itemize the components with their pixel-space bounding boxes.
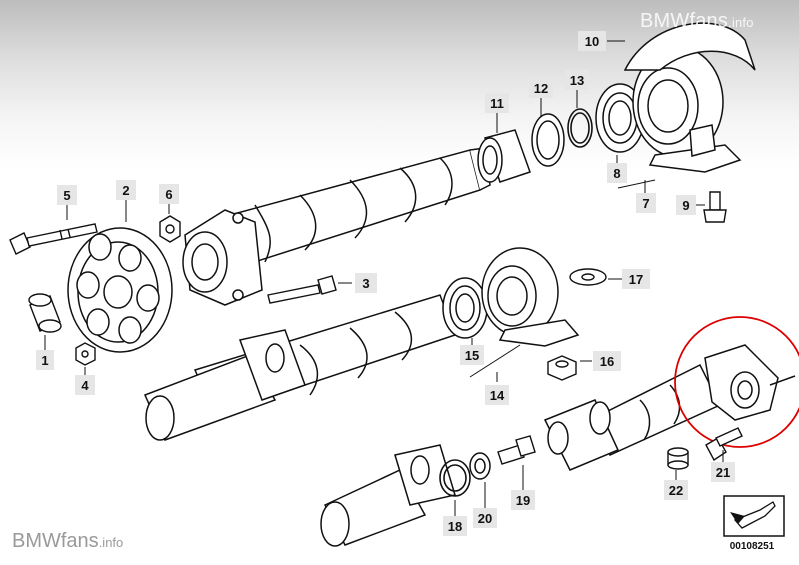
bolt-9 [703, 191, 727, 223]
reference-arrow-icon [723, 495, 785, 537]
washer-20 [469, 452, 491, 480]
center-bearing-14 [481, 247, 580, 347]
ring-12 [531, 113, 565, 167]
watermark-top: BMWfans.info [640, 10, 754, 33]
callout-2: 2 [122, 183, 129, 198]
callout-18: 18 [448, 519, 462, 534]
callout-3: 3 [362, 276, 369, 291]
yoke-rear [543, 399, 620, 471]
bolt-19 [497, 435, 536, 465]
washer-17 [569, 268, 607, 286]
ujoint-middle [143, 329, 306, 441]
shaft-top [229, 147, 491, 266]
nut-4 [75, 342, 96, 366]
callout-1: 1 [41, 353, 48, 368]
watermark-bottom: BMWfans.info [12, 530, 123, 553]
callout-13: 13 [570, 73, 584, 88]
bolt-5 [9, 223, 98, 255]
shield-10 [623, 22, 756, 71]
watermark-bottom-suffix: .info [98, 535, 124, 550]
callout-4: 4 [81, 378, 89, 393]
callout-boxes [36, 31, 735, 536]
nut-6 [159, 215, 181, 243]
bolt-21 [705, 427, 743, 462]
callout-11: 11 [490, 96, 504, 111]
ring-18 [439, 459, 471, 497]
nut-16 [547, 355, 577, 381]
callout-7: 7 [642, 196, 649, 211]
center-bearing-7 [632, 46, 742, 173]
callout-numbers: 1 2 3 4 5 6 7 8 9 10 11 12 13 14 15 16 1… [41, 34, 730, 534]
callout-12: 12 [534, 81, 548, 96]
watermark-top-text: BMWfans [640, 10, 729, 32]
watermark-top-suffix: .info [728, 15, 754, 30]
bearing-8 [595, 83, 645, 153]
highlight-circle [674, 316, 799, 448]
callout-labels [44, 40, 724, 516]
diagram-id: 00108251 [729, 541, 775, 552]
sleeve-1 [28, 293, 62, 333]
ring-11 [477, 129, 531, 183]
callout-22: 22 [669, 483, 683, 498]
watermark-bottom-text: BMWfans [12, 530, 99, 552]
callout-16: 16 [600, 354, 614, 369]
callout-9: 9 [682, 198, 689, 213]
callout-8: 8 [613, 166, 620, 181]
bolt-3 [267, 275, 337, 304]
callout-10: 10 [585, 34, 599, 49]
callout-21: 21 [716, 465, 730, 480]
callout-19: 19 [516, 493, 530, 508]
callout-20: 20 [478, 511, 492, 526]
flex-disc [67, 227, 173, 353]
flange-top [182, 209, 263, 306]
plug-22 [667, 447, 689, 470]
callout-5: 5 [63, 188, 70, 203]
shaft-bottom [320, 444, 456, 547]
callout-15: 15 [465, 348, 479, 363]
callout-6: 6 [165, 187, 172, 202]
bearing-15 [442, 277, 488, 339]
rear-flange [704, 344, 796, 421]
circlip-13 [567, 108, 593, 148]
callout-17: 17 [629, 272, 643, 287]
callout-14: 14 [490, 388, 505, 403]
